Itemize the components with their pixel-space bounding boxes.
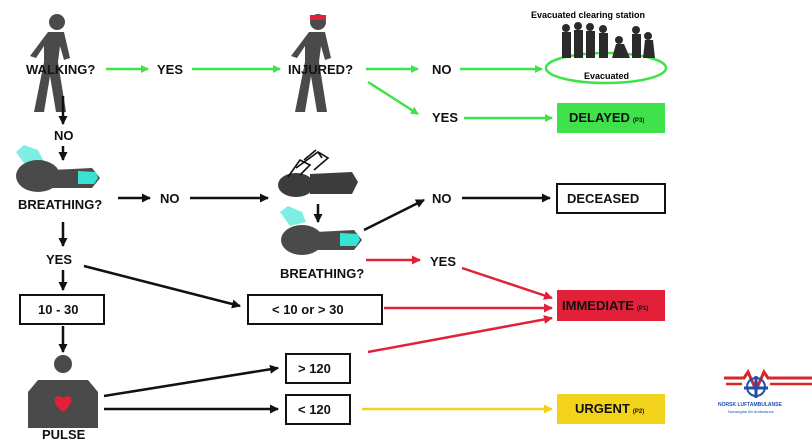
svg-text:DELAYED(P3): DELAYED(P3) bbox=[569, 110, 644, 125]
walking-question: WALKING? bbox=[26, 62, 95, 77]
casualty-airway-icon bbox=[278, 149, 358, 197]
deceased-label: DECEASED bbox=[567, 191, 639, 206]
evacuated-group-icon bbox=[544, 22, 668, 85]
delayed-box: DELAYED(P3) bbox=[557, 103, 665, 133]
delayed-code: (P3) bbox=[633, 118, 644, 124]
pulse-high-box: > 120 bbox=[285, 353, 351, 384]
arrow-breathing2-no bbox=[363, 198, 425, 232]
yes-breathing2-label: YES bbox=[430, 254, 456, 269]
breathing-question-1: BREATHING? bbox=[18, 197, 102, 212]
deceased-box: DECEASED bbox=[556, 183, 666, 214]
rate-abnormal-box: < 10 or > 30 bbox=[247, 294, 383, 325]
pulse-high-label: > 120 bbox=[298, 361, 331, 376]
logo-tagline: Norwegian Air Ambulance bbox=[728, 409, 775, 414]
immediate-box: IMMEDIATE(P1) bbox=[557, 290, 665, 321]
rate-normal-label: 10 - 30 bbox=[38, 302, 78, 317]
logo-name: NORSK LUFTAMBULANSE bbox=[718, 402, 782, 408]
torso-heart-icon bbox=[28, 355, 98, 428]
lying-casualty-icon bbox=[280, 206, 362, 255]
svg-text:IMMEDIATE(P1): IMMEDIATE(P1) bbox=[562, 298, 648, 313]
no-breathing2-label: NO bbox=[432, 191, 452, 206]
immediate-code: (P1) bbox=[637, 306, 648, 312]
urgent-code: (P2) bbox=[633, 409, 644, 415]
no-injured-label: NO bbox=[432, 62, 452, 77]
arrow-pulse-high bbox=[103, 364, 279, 398]
arrow-yes-immediate bbox=[461, 266, 553, 300]
yes-walking-label: YES bbox=[157, 62, 183, 77]
pulse-low-box: < 120 bbox=[285, 394, 351, 425]
walking-person-icon bbox=[30, 14, 70, 112]
yes-breathing1-label: YES bbox=[46, 252, 72, 267]
lying-casualty-icon bbox=[16, 145, 100, 192]
norsk-luftambulanse-logo: NORSK LUFTAMBULANSE Norwegian Air Ambula… bbox=[718, 368, 812, 414]
no-walking-label: NO bbox=[54, 128, 74, 143]
urgent-box: URGENT(P2) bbox=[557, 394, 665, 424]
delayed-label: DELAYED bbox=[569, 110, 630, 125]
injured-walking-person-icon bbox=[291, 14, 331, 112]
arrow-injured-yes bbox=[367, 80, 419, 116]
rate-normal-box: 10 - 30 bbox=[19, 294, 105, 325]
clearing-station-label: Evacuated clearing station bbox=[531, 10, 645, 20]
pulse-low-label: < 120 bbox=[298, 402, 331, 417]
yes-injured-label: YES bbox=[432, 110, 458, 125]
no-breathing1-label: NO bbox=[160, 191, 180, 206]
arrow-yes-rate-abnormal bbox=[83, 264, 241, 309]
injured-question: INJURED? bbox=[288, 62, 353, 77]
svg-text:URGENT(P2): URGENT(P2) bbox=[575, 401, 644, 416]
immediate-label: IMMEDIATE bbox=[562, 298, 634, 313]
rate-abnormal-label: < 10 or > 30 bbox=[272, 302, 344, 317]
breathing-question-2: BREATHING? bbox=[280, 266, 364, 281]
evacuated-label: Evacuated bbox=[584, 71, 629, 81]
urgent-label: URGENT bbox=[575, 401, 630, 416]
arrow-pulse-high-immediate bbox=[367, 315, 553, 354]
pulse-label: PULSE bbox=[42, 427, 86, 439]
